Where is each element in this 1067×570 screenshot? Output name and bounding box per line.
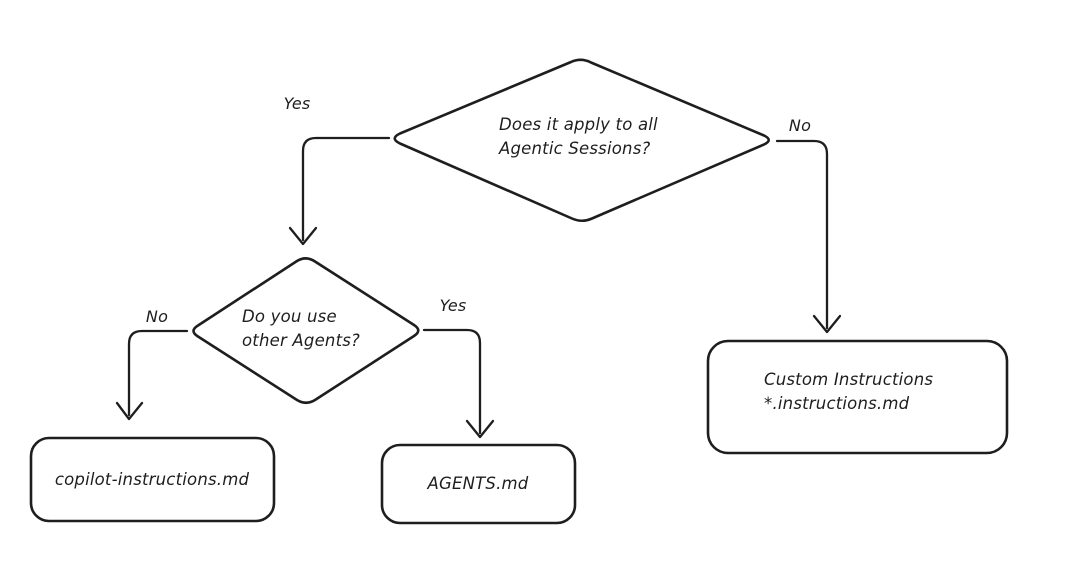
box-custom-label-line1: Custom Instructions xyxy=(764,370,934,389)
box-copilot-instructions xyxy=(29,436,276,523)
edge-top-yes-arrowhead-icon xyxy=(288,226,318,246)
edge-agents-no-label: No xyxy=(145,307,169,326)
decision-agents-label: Do you use other Agents? xyxy=(242,305,360,353)
edge-top-no-label: No xyxy=(788,116,812,135)
decision-top-label-line2: Agentic Sessions? xyxy=(499,139,651,158)
box-custom-instructions xyxy=(706,339,1009,455)
decision-top-label: Does it apply to all Agentic Sessions? xyxy=(499,113,658,161)
edge-top-yes-line xyxy=(301,136,391,242)
edge-top-no-line xyxy=(775,139,829,330)
edge-agents-no-arrowhead-icon xyxy=(115,401,144,421)
edge-agents-yes-arrowhead-icon xyxy=(465,419,495,439)
decision-top-label-line1: Does it apply to all xyxy=(499,115,658,134)
edge-agents-yes-line xyxy=(422,328,482,435)
box-agents-md xyxy=(380,443,577,525)
edge-top-yes-label: Yes xyxy=(283,94,311,113)
decision-agents-label-line1: Do you use xyxy=(242,307,337,326)
edge-agents-yes-label: Yes xyxy=(439,296,467,315)
edge-top-no-arrowhead-icon xyxy=(812,314,842,334)
decision-diamond-other-agents xyxy=(192,257,420,405)
box-copilot-label: copilot-instructions.md xyxy=(54,470,250,489)
box-custom-label-line2: *.instructions.md xyxy=(764,394,910,413)
decision-diamond-agentic-sessions xyxy=(393,58,771,223)
box-custom-label: Custom Instructions *.instructions.md xyxy=(764,368,933,416)
edge-agents-no-line xyxy=(127,329,189,417)
box-agents-label: AGENTS.md xyxy=(427,474,529,493)
decision-agents-label-line2: other Agents? xyxy=(242,331,360,350)
